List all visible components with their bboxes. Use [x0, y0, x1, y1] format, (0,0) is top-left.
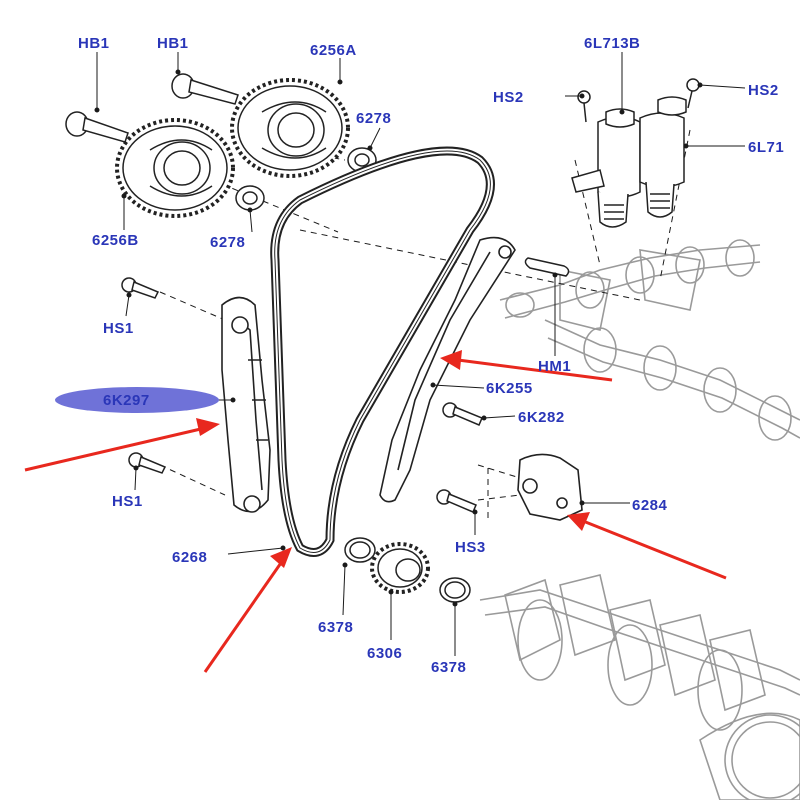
- label-6378-left: 6378: [318, 619, 353, 636]
- bolt-hs1-top: [121, 277, 160, 299]
- crankshaft-ghost: [479, 574, 800, 800]
- label-hs1-top: HS1: [103, 320, 134, 337]
- bolt-hs3: [436, 489, 477, 513]
- vct-sprocket-6256b: [115, 118, 235, 218]
- bolt-hs2-right: [686, 78, 700, 109]
- label-6306: 6306: [367, 645, 402, 662]
- label-6k255: 6K255: [486, 380, 533, 397]
- label-6278-top: 6278: [356, 110, 391, 127]
- tensioner-arm-6k297: [221, 296, 271, 513]
- label-6256a: 6256A: [310, 42, 357, 59]
- bolt-6k282: [442, 402, 483, 426]
- washer-6378-left: [344, 537, 376, 563]
- label-6k297: 6K297: [103, 392, 150, 409]
- chain-tensioner-6284: [517, 453, 583, 521]
- bolt-hs1-bottom: [128, 452, 167, 474]
- label-hb1-right: HB1: [157, 35, 189, 52]
- bolt-hb1-left: [65, 111, 129, 143]
- washer-6278-bottom: [235, 185, 265, 211]
- label-hb1-left: HB1: [78, 35, 110, 52]
- label-hs2-left: HS2: [493, 89, 524, 106]
- highlight-ellipse: [55, 387, 219, 413]
- label-hs1-bottom: HS1: [112, 493, 143, 510]
- bolt-hb1-right: [171, 73, 239, 105]
- label-hm1: HM1: [538, 358, 571, 375]
- solenoid-6l713b-right: [639, 96, 687, 218]
- label-6378-right: 6378: [431, 659, 466, 676]
- solenoid-6l713b-left: [571, 108, 641, 228]
- part-labels: HB1 HB1 6256A 6278 6256B 6278 6L713B HS2…: [78, 35, 784, 676]
- label-6k282: 6K282: [518, 409, 565, 426]
- washer-6378-right: [439, 577, 471, 603]
- label-hs3: HS3: [455, 539, 486, 556]
- dowel-hm1: [524, 257, 570, 277]
- red-arrows: [24, 350, 727, 673]
- label-6256b: 6256B: [92, 232, 139, 249]
- label-hs2-right: HS2: [748, 82, 779, 99]
- arrow-to-tensioner: [567, 512, 727, 580]
- chain-guide-6k255: [379, 236, 516, 503]
- arrow-to-chain-guide: [440, 350, 613, 382]
- label-6l713b: 6L713B: [584, 35, 640, 52]
- label-6268: 6268: [172, 549, 207, 566]
- arrow-to-chain: [203, 547, 292, 673]
- arrow-to-tensioner-arm: [24, 418, 220, 472]
- crank-sprocket-6306: [370, 542, 430, 594]
- label-6284: 6284: [632, 497, 668, 514]
- label-6l71-partial: 6L71: [748, 139, 784, 156]
- timing-chain-6268: [270, 146, 495, 557]
- label-6278-bottom: 6278: [210, 234, 245, 251]
- vct-sprocket-6256a: [230, 78, 350, 178]
